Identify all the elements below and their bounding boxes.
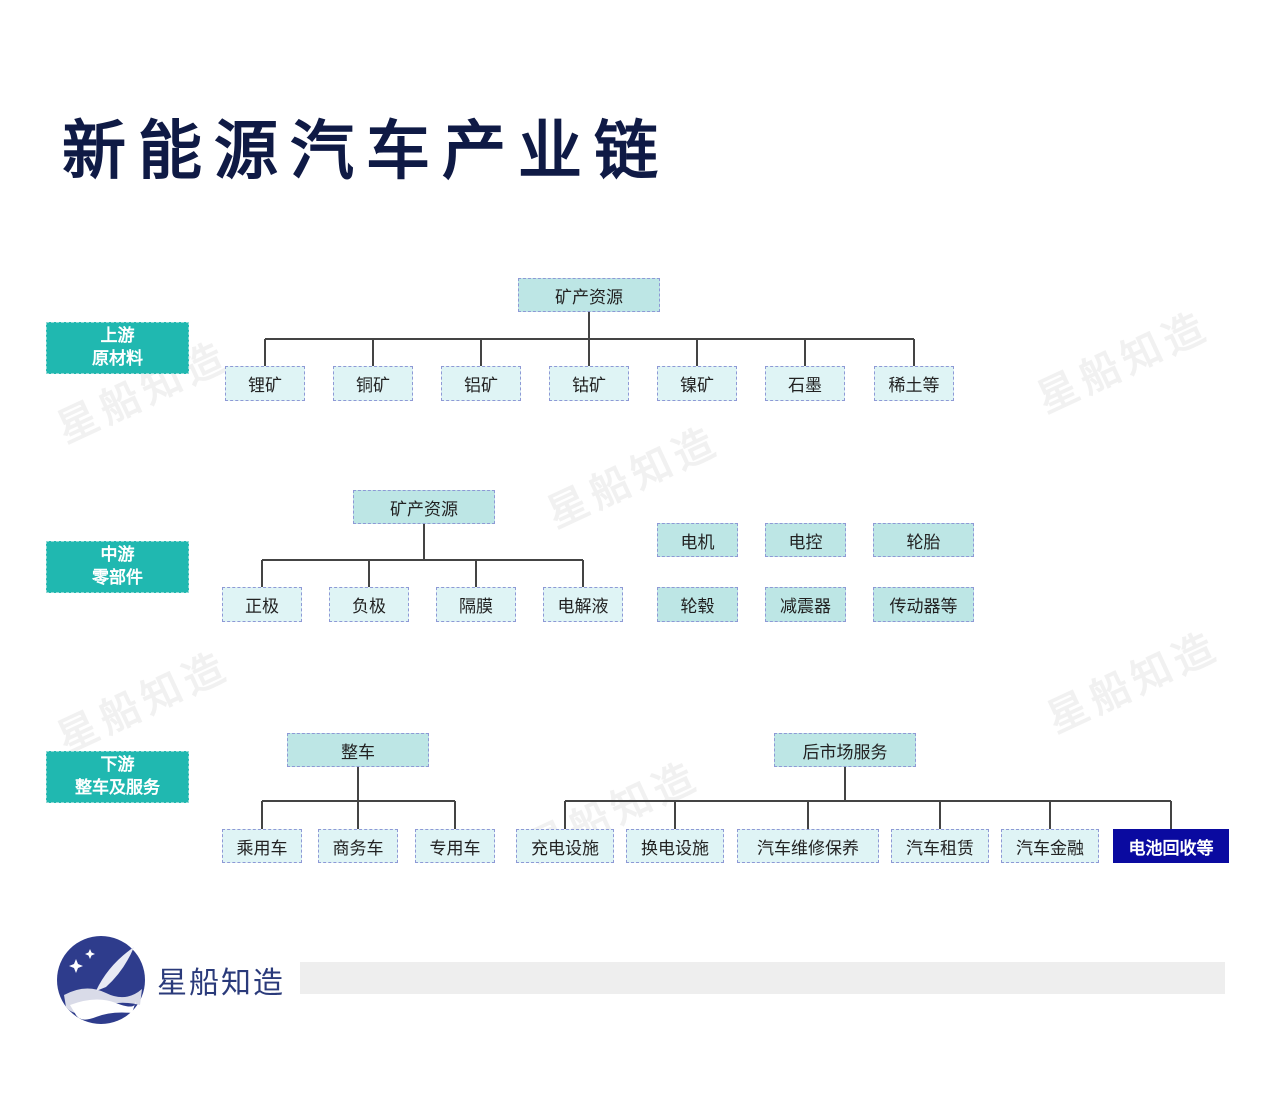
- downstream-vehicle-child-node: 专用车: [415, 829, 495, 863]
- upstream-child-node: 锂矿: [225, 366, 305, 401]
- ship-quill-logo-icon: [57, 936, 145, 1024]
- stage-downstream: 下游 整车及服务: [46, 751, 189, 803]
- brand-name: 星船知造: [157, 966, 285, 1001]
- midstream-child-node: 负极: [329, 587, 409, 622]
- downstream-vehicle-root-node: 整车: [287, 733, 429, 767]
- downstream-aftermarket-child-node: 充电设施: [516, 829, 614, 863]
- stage-downstream-line1: 下游: [100, 755, 135, 775]
- page-title: 新能源汽车产业链: [62, 115, 670, 189]
- upstream-child-node: 石墨: [765, 366, 845, 401]
- footer-bar: [300, 962, 1225, 994]
- midstream-other-node: 电机: [657, 523, 738, 557]
- downstream-aftermarket-child-node: 汽车租赁: [891, 829, 989, 863]
- upstream-root-node: 矿产资源: [518, 278, 660, 312]
- stage-midstream-line2: 零部件: [92, 568, 143, 588]
- upstream-child-node: 镍矿: [657, 366, 737, 401]
- midstream-root-node: 矿产资源: [353, 490, 495, 524]
- midstream-other-node: 轮胎: [873, 523, 974, 557]
- downstream-aftermarket-child-node: 换电设施: [626, 829, 724, 863]
- stage-midstream: 中游 零部件: [46, 541, 189, 593]
- downstream-vehicle-child-node: 乘用车: [222, 829, 302, 863]
- upstream-child-node: 钴矿: [549, 366, 629, 401]
- stage-downstream-line2: 整车及服务: [75, 778, 160, 798]
- upstream-child-node: 铝矿: [441, 366, 521, 401]
- upstream-child-node: 稀土等: [874, 366, 954, 401]
- upstream-child-node: 铜矿: [333, 366, 413, 401]
- midstream-other-node: 电控: [765, 523, 846, 557]
- downstream-aftermarket-child-node: 汽车维修保养: [737, 829, 879, 863]
- midstream-child-node: 正极: [222, 587, 302, 622]
- midstream-other-node: 减震器: [765, 587, 846, 622]
- midstream-other-node: 传动器等: [873, 587, 974, 622]
- midstream-other-node: 轮毂: [657, 587, 738, 622]
- downstream-vehicle-child-node: 商务车: [318, 829, 398, 863]
- stage-upstream-line2: 原材料: [92, 349, 143, 369]
- downstream-aftermarket-child-node: 汽车金融: [1001, 829, 1099, 863]
- downstream-aftermarket-root-node: 后市场服务: [774, 733, 916, 767]
- stage-upstream: 上游 原材料: [46, 322, 189, 374]
- midstream-child-node: 隔膜: [436, 587, 516, 622]
- stage-upstream-line1: 上游: [100, 326, 135, 346]
- stage-midstream-line1: 中游: [100, 545, 135, 565]
- midstream-child-node: 电解液: [543, 587, 623, 622]
- downstream-aftermarket-child-node-highlight: 电池回收等: [1113, 829, 1229, 863]
